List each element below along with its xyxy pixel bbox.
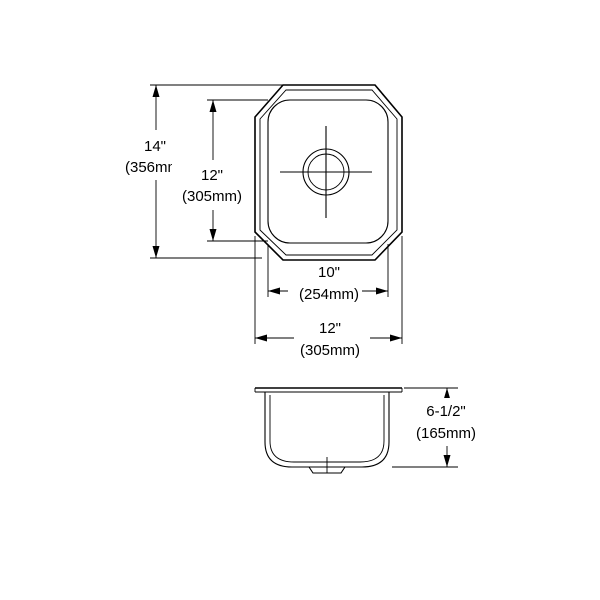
bowl-length-metric: (305mm) [182,188,242,205]
bowl-width-imperial: 10" [318,264,340,281]
overall-width-metric: (305mm) [300,342,360,359]
overall-length-dimension: 14" (356mm) [112,84,283,259]
bowl-length-imperial: 12" [201,167,223,184]
drain-outlet-icon [308,457,346,474]
sink-outer-rim [254,84,403,261]
sink-top-view [254,84,403,261]
bowl-depth-imperial: 6-1/2" [426,403,466,420]
bowl-width-dimension: 10" (254mm) [267,244,389,304]
sink-bowl [267,99,389,244]
sink-rim-inner-line [259,89,398,256]
bowl-profile-outer [264,392,390,468]
bowl-depth-dimension: 6-1/2" (165mm) [392,387,484,468]
bowl-profile-inner [269,395,385,463]
bowl-width-metric: (254mm) [299,286,359,303]
overall-length-metric: (356mm) [125,159,185,176]
bowl-depth-metric: (165mm) [416,425,476,442]
overall-width-dimension: 12" (305mm) [254,236,403,362]
drain-icon [280,126,372,218]
overall-length-imperial: 14" [144,138,166,155]
overall-width-imperial: 12" [319,320,341,337]
sink-side-view [254,387,403,474]
bowl-length-dimension: 12" (305mm) [172,99,268,242]
